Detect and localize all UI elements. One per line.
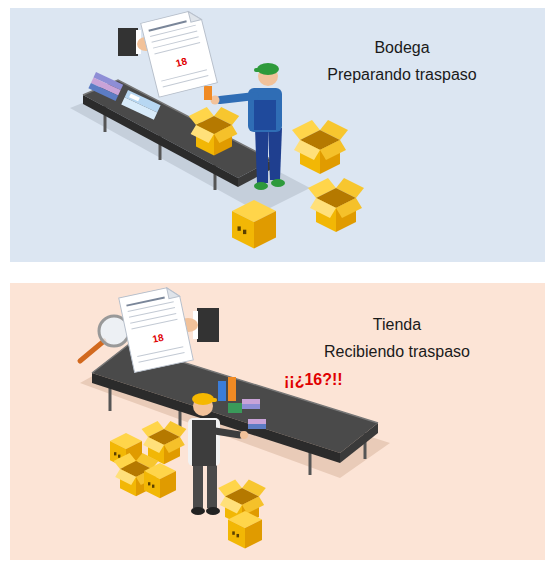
store-worker (193, 463, 203, 508)
transfer-sheet: 18 (139, 8, 218, 99)
conveyor-belt (83, 80, 272, 187)
panel-title: Recibiendo traspaso (282, 338, 512, 365)
sheet-line (128, 302, 174, 312)
warehouse-worker (254, 100, 276, 130)
closed-box (232, 200, 276, 248)
sheet-line (137, 347, 183, 357)
warehouse-worker (268, 128, 282, 180)
store-worker (240, 431, 248, 439)
sheet-line (152, 31, 198, 42)
store-worker (191, 507, 205, 515)
sheet-fold (188, 9, 201, 22)
conveyor-belt (83, 80, 272, 178)
sheet-line (129, 308, 175, 318)
closed-box (144, 463, 176, 498)
sheet-line (139, 353, 185, 363)
store-worker (192, 420, 216, 466)
received-items (218, 377, 266, 429)
open-box (189, 107, 239, 156)
warehouse-worker (271, 179, 285, 187)
panel-title: Bodega (287, 34, 517, 61)
hand-with-magnifier (197, 308, 219, 342)
store-worker (188, 418, 220, 466)
package-stack (129, 94, 140, 102)
received-items (248, 424, 266, 429)
conveyor-belt (340, 423, 378, 463)
book-stack (88, 72, 123, 101)
store-worker (206, 507, 220, 515)
received-items (242, 404, 260, 409)
sheet-outline (139, 8, 218, 99)
sheet-paper (141, 9, 218, 97)
sheet-fold (167, 286, 180, 299)
panel-title-group: TiendaRecibiendo traspaso (282, 311, 512, 365)
sheet-line (150, 25, 196, 36)
panel-title-group: BodegaPreparando traspaso (287, 34, 517, 88)
package-stack (121, 90, 160, 120)
received-items (248, 419, 266, 424)
received-items (228, 377, 236, 401)
panel-title: Tienda (282, 311, 512, 338)
closed-box (228, 511, 262, 548)
hand-holding-sheet (118, 28, 138, 56)
sheet-paper (119, 286, 193, 373)
warehouse-panel: BodegaPreparando traspaso 18 (10, 8, 545, 262)
sheet-line (163, 76, 209, 87)
store-worker (215, 431, 240, 435)
discrepancy-count: ¡¡¿16?!! (284, 371, 343, 389)
open-box (308, 178, 364, 232)
received-items (228, 403, 242, 413)
sheet-line (155, 43, 201, 54)
package-stack (121, 97, 157, 119)
panel-title: Preparando traspaso (287, 61, 517, 88)
received-items (218, 381, 226, 401)
warehouse-worker (254, 68, 268, 72)
store-worker (207, 463, 217, 508)
warehouse-illustration (10, 8, 545, 262)
store-panel: TiendaRecibiendo traspaso18 (10, 283, 545, 560)
open-box (292, 120, 348, 174)
received-items (242, 399, 260, 404)
sheet-line (131, 319, 177, 329)
warehouse-worker (255, 128, 268, 183)
warehouse-worker (204, 86, 212, 100)
store-worker (203, 398, 217, 402)
warehouse-worker (254, 182, 268, 190)
hand-with-magnifier (80, 341, 104, 361)
book-stack (88, 83, 118, 101)
store-illustration (10, 283, 545, 560)
sheet-line (130, 313, 176, 323)
warehouse-worker (220, 96, 255, 100)
sheet-line (161, 70, 207, 81)
sheet-line (153, 37, 199, 48)
